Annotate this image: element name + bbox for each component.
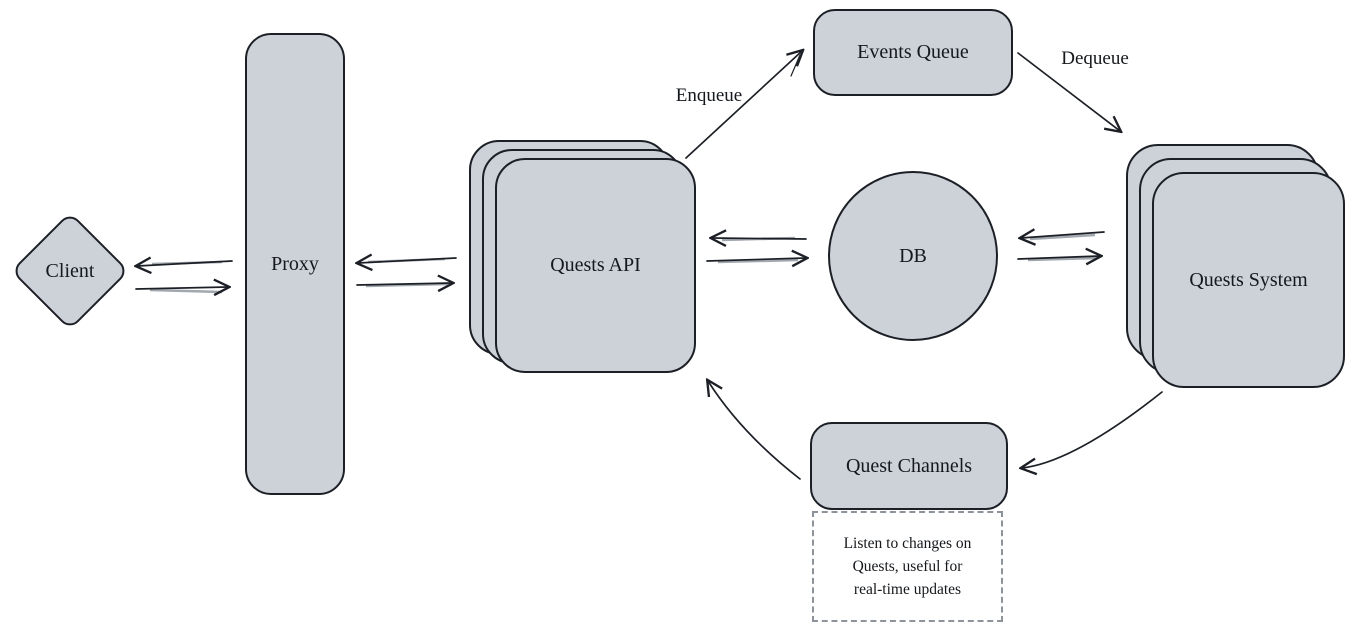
events-queue-node-label: Events Queue	[857, 41, 969, 63]
edge-proxy-to-client	[137, 261, 233, 266]
edge-sketch-stroke	[367, 257, 446, 264]
edge-sketch-stroke	[1029, 233, 1096, 241]
edge-proxy-to-quests-api	[356, 283, 452, 285]
client-node-label: Client	[45, 259, 95, 282]
dequeue-edge-label: Dequeue	[1061, 48, 1129, 69]
edge-sketch-stroke	[1027, 256, 1099, 262]
edge-sketch-stroke	[365, 282, 449, 288]
quests-system-node-label: Quests System	[1189, 268, 1308, 291]
edge-group-quests-api-db	[706, 236, 807, 264]
quest-channels-note: Listen to changes on Quests, useful for …	[812, 511, 1003, 622]
edge-sketch-stroke	[149, 288, 223, 294]
quests-api-node: Quests API	[469, 140, 698, 375]
edge-quests-api-to-proxy	[358, 258, 457, 263]
stack-card-front: Quests API	[495, 158, 696, 373]
events-queue-node: Events Queue	[813, 9, 1013, 96]
note-line: Listen to changes on	[843, 534, 972, 552]
quests-api-node-label: Quests API	[550, 254, 641, 276]
edge-quest-channels-to-quests-api	[708, 381, 801, 480]
db-node-label: DB	[899, 244, 927, 267]
quests-system-node: Quests System	[1126, 144, 1347, 390]
edge-quests-system-to-db	[1021, 232, 1105, 238]
edge-db-to-quests-system	[1017, 256, 1100, 259]
edge-sketch-stroke	[717, 258, 799, 264]
edge-group-db-quests-system	[1017, 232, 1105, 262]
quest-channels-node-label: Quest Channels	[845, 454, 973, 477]
edge-quests-system-to-quest-channels	[1022, 391, 1163, 468]
edge-sketch-stroke	[790, 54, 801, 77]
edge-group-proxy-quests-api	[356, 257, 457, 288]
enqueue-edge-label: Enqueue	[675, 85, 743, 106]
db-node: DB	[828, 171, 998, 341]
edge-sketch-stroke	[721, 236, 796, 242]
quest-channels-node: Quest Channels	[810, 422, 1008, 510]
note-line: real-time updates	[853, 581, 962, 599]
edge-group-client-proxy	[135, 260, 233, 294]
stack-card-front: Quests System	[1152, 172, 1345, 388]
note-line: Quests, useful for	[852, 557, 963, 575]
edge-quests-api-to-db	[706, 258, 806, 261]
edge-client-to-proxy	[135, 287, 228, 289]
edge-db-to-quests-api	[712, 238, 807, 239]
proxy-node: Proxy	[245, 33, 345, 495]
proxy-node-label: Proxy	[271, 252, 319, 275]
edge-sketch-stroke	[151, 260, 223, 266]
